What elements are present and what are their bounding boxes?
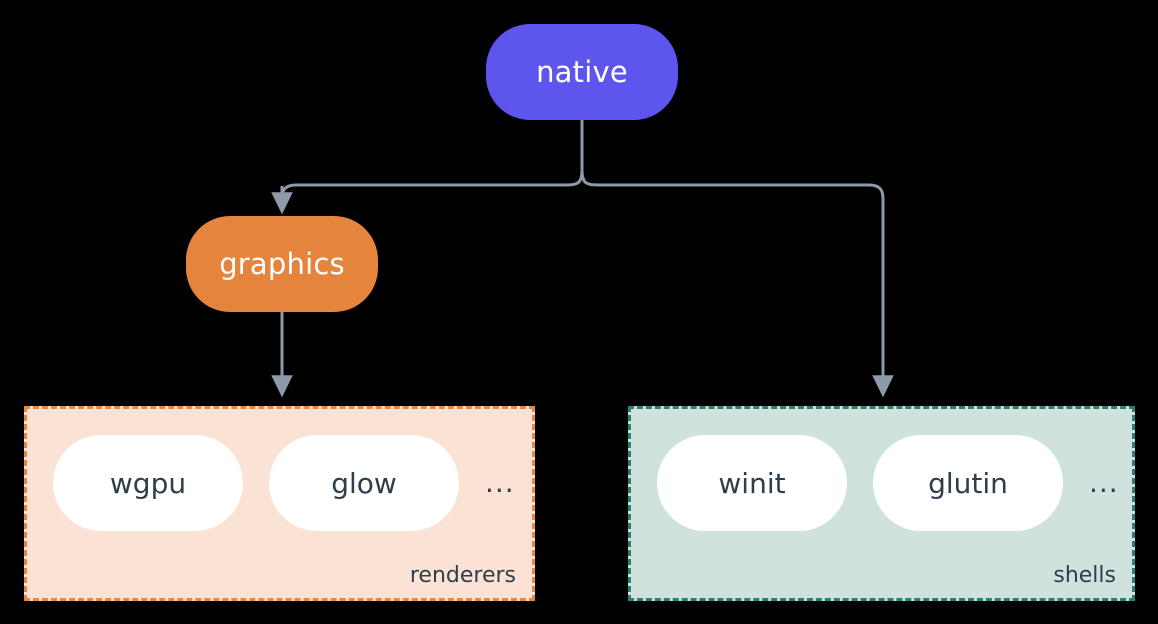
- pill-wgpu[interactable]: wgpu: [53, 435, 243, 531]
- node-native-label: native: [536, 55, 628, 89]
- pill-glutin[interactable]: glutin: [873, 435, 1063, 531]
- node-native[interactable]: native: [486, 24, 678, 120]
- pill-wgpu-label: wgpu: [109, 466, 187, 500]
- node-graphics-label: graphics: [219, 247, 345, 281]
- pill-winit-label: winit: [718, 466, 786, 500]
- renderers-more-ellipsis: ...: [485, 466, 515, 499]
- pill-winit[interactable]: winit: [657, 435, 847, 531]
- group-shells-label: shells: [1053, 563, 1116, 588]
- group-shells-items: winit glutin ...: [631, 435, 1132, 531]
- node-graphics[interactable]: graphics: [186, 216, 378, 312]
- edge-native-to-graphics: [280, 169, 584, 200]
- edge-native-to-shells: [580, 169, 894, 398]
- group-shells: winit glutin ... shells: [628, 406, 1135, 601]
- group-renderers-items: wgpu glow ...: [27, 435, 532, 531]
- pill-glutin-label: glutin: [928, 466, 1008, 500]
- pill-glow[interactable]: glow: [269, 435, 459, 531]
- pill-glow-label: glow: [331, 466, 397, 500]
- shells-more-ellipsis: ...: [1089, 466, 1119, 499]
- group-renderers: wgpu glow ... renderers: [24, 406, 535, 601]
- group-renderers-label: renderers: [409, 563, 516, 588]
